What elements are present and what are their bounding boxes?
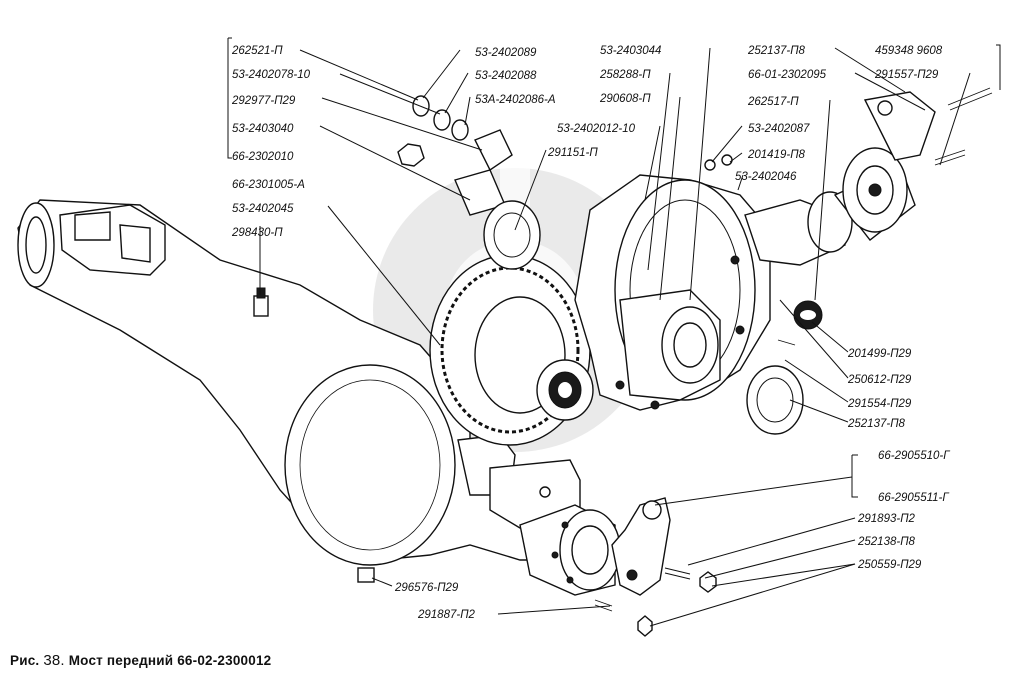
small-parts xyxy=(397,95,733,270)
label-258288-p: 258288-П xyxy=(599,69,651,81)
caption-title: Мост передний 66-02-2300012 xyxy=(68,653,272,668)
label-66-2302010: 66-2302010 xyxy=(232,151,294,163)
label-53-2402088: 53-2402088 xyxy=(475,70,537,82)
part-labels: 262521-П 53-2402078-10 292977-П29 53-240… xyxy=(231,45,950,621)
label-53-2402078-10: 53-2402078-10 xyxy=(232,69,311,81)
label-66-01-2302095: 66-01-2302095 xyxy=(748,69,827,81)
caption-number: 38. xyxy=(43,652,65,669)
figure-caption: Рис. 38. Мост передний 66-02-2300012 xyxy=(10,652,271,669)
label-53-2403044: 53-2403044 xyxy=(600,45,661,57)
steering-arm xyxy=(594,497,717,637)
label-252137-p8-top: 252137-П8 xyxy=(747,45,806,57)
axle-housing xyxy=(17,199,621,596)
label-66-2905510-g: 66-2905510-Г xyxy=(878,450,950,462)
label-291554-p29: 291554-П29 xyxy=(847,398,912,410)
label-53-2402089: 53-2402089 xyxy=(475,47,537,59)
label-252137-p8: 252137-П8 xyxy=(847,418,906,430)
ring-gear xyxy=(429,254,594,446)
label-201499-p29: 201499-П29 xyxy=(847,348,912,360)
label-459348-9608: 459348 9608 xyxy=(875,45,943,57)
label-290608-p: 290608-П xyxy=(599,93,651,105)
leader-lines xyxy=(259,47,971,627)
label-201419-p8: 201419-П8 xyxy=(747,149,806,161)
label-53-2402087: 53-2402087 xyxy=(748,123,810,135)
label-262517-p: 262517-П xyxy=(747,96,799,108)
label-252138-p8: 252138-П8 xyxy=(857,536,916,548)
label-298430-p: 298430-П xyxy=(231,227,283,239)
label-53a-2402086-a: 53А-2402086-А xyxy=(475,94,556,106)
label-296576-p29: 296576-П29 xyxy=(394,582,459,594)
label-292977-p29: 292977-П29 xyxy=(231,95,296,107)
label-250559-p29: 250559-П29 xyxy=(857,559,922,571)
label-250612-p29: 250612-П29 xyxy=(847,374,912,386)
label-66-2905511-g: 66-2905511-Г xyxy=(878,492,949,504)
pinion-assembly xyxy=(744,87,993,435)
label-291557-p29: 291557-П29 xyxy=(874,69,939,81)
bracket-lines xyxy=(227,37,1001,498)
label-291151-p: 291151-П xyxy=(547,147,598,159)
label-291887-p2: 291887-П2 xyxy=(417,609,476,621)
label-53-2402012-10: 53-2402012-10 xyxy=(557,123,636,135)
label-53-2402045: 53-2402045 xyxy=(232,203,294,215)
label-66-2301005-a: 66-2301005-А xyxy=(232,179,305,191)
caption-prefix: Рис. xyxy=(10,653,40,668)
label-53-2402046: 53-2402046 xyxy=(735,171,797,183)
label-53-2403040: 53-2403040 xyxy=(232,123,294,135)
differential-carrier xyxy=(574,174,771,411)
label-262521-p: 262521-П xyxy=(231,45,283,57)
label-291893-p2: 291893-П2 xyxy=(857,513,916,525)
